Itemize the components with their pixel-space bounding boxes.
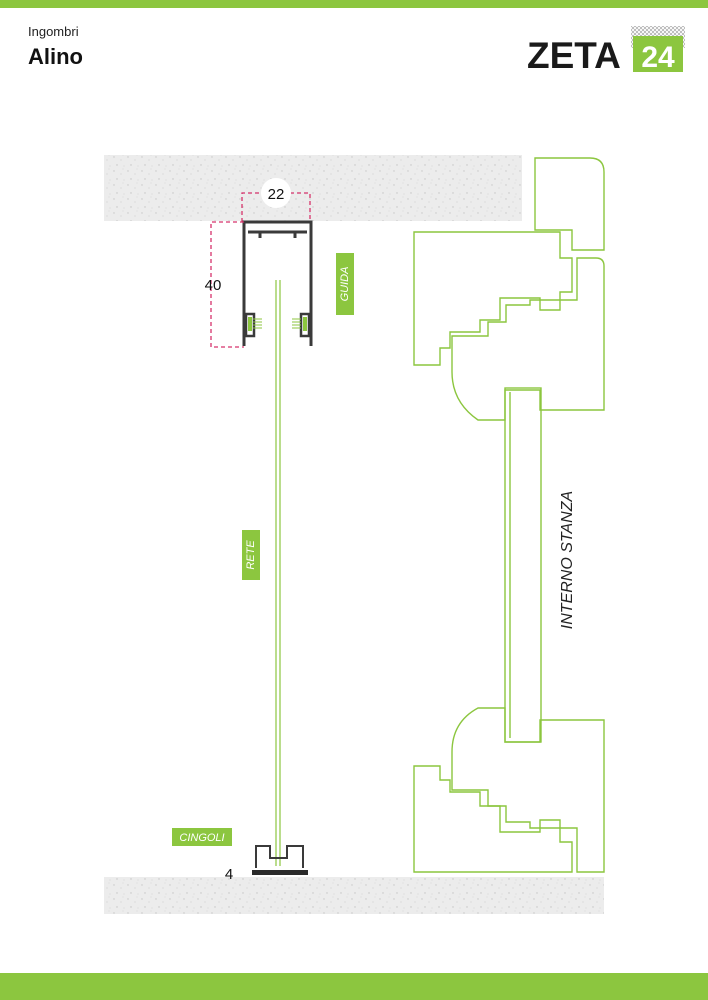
cingoli-tag <box>172 828 232 846</box>
height-dimension-value: 40 <box>205 277 222 294</box>
guida-tag <box>336 253 354 315</box>
rete-label: RETE <box>245 540 257 570</box>
zeta24-logo: ZETA 24 <box>527 26 685 74</box>
guide-rail-body <box>242 220 313 346</box>
rete-tag <box>242 530 260 580</box>
floor-wall <box>104 877 604 914</box>
left-brush <box>253 318 262 329</box>
frame-top-right <box>451 257 605 421</box>
left-brush-insert <box>248 317 252 331</box>
top-accent-bar <box>0 0 708 8</box>
logo-text: ZETA <box>527 35 621 74</box>
frame-top-block <box>534 157 605 251</box>
sash-top-profile <box>413 231 573 366</box>
ceiling-wall <box>104 155 522 221</box>
bottom-dimension-value: 4 <box>225 866 233 883</box>
right-brush-insert <box>303 317 307 331</box>
sash-bottom-profile <box>413 765 573 873</box>
page-title: Alino <box>28 44 83 69</box>
page-subtitle: Ingombri <box>28 24 79 39</box>
width-dimension-value: 22 <box>268 186 285 203</box>
mesh-screen <box>275 280 281 866</box>
height-dimension-line <box>210 221 244 348</box>
bottom-profile-base <box>252 870 308 875</box>
guide-rail-profile <box>242 220 313 346</box>
right-brush <box>292 318 301 329</box>
window-frame <box>413 157 605 873</box>
bottom-profile-body <box>255 845 304 868</box>
bottom-profile <box>252 845 308 875</box>
frame-bottom-right <box>451 707 605 873</box>
logo-number-box <box>633 36 683 72</box>
guida-label: GUIDA <box>339 267 351 302</box>
width-dimension-bubble <box>261 178 291 208</box>
logo-number: 24 <box>641 41 675 74</box>
bottom-accent-bar <box>0 973 708 1000</box>
interior-label: INTERNO STANZA <box>559 491 576 629</box>
cingoli-label: CINGOLI <box>179 832 224 844</box>
